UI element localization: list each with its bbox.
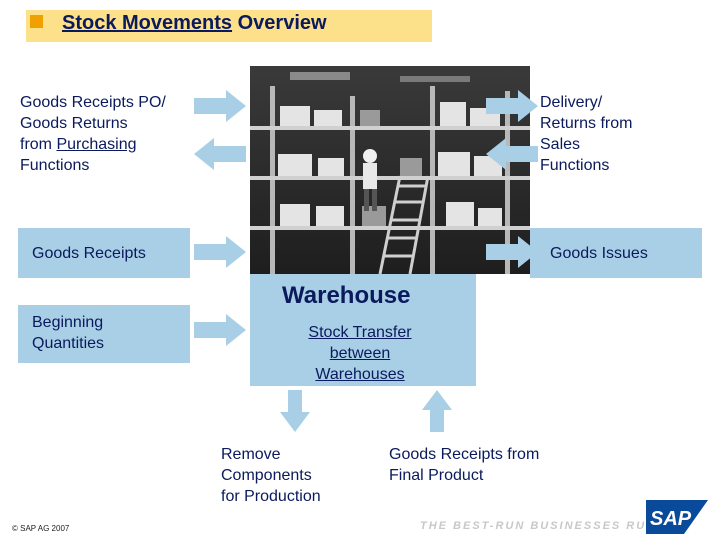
tagline: THE BEST-RUN BUSINESSES RUN SAP xyxy=(420,520,690,532)
page-title: Stock Movements Overview xyxy=(62,12,327,35)
remove-components-label: Remove Components for Production xyxy=(221,444,381,507)
remove-line-1: Remove xyxy=(221,446,281,463)
remove-line-3: for Production xyxy=(221,488,321,505)
sales-label: Delivery/ Returns from Sales Functions xyxy=(540,92,710,176)
beginning-quantities-box xyxy=(18,305,190,363)
header-banner xyxy=(26,10,432,42)
copyright-text: © SAP AG 2007 xyxy=(12,524,70,533)
purchasing-line-4: Functions xyxy=(20,157,90,174)
beginning-line-2: Quantities xyxy=(32,335,105,352)
purchasing-line-3: from Purchasing xyxy=(20,136,137,153)
arrow-final-product xyxy=(422,390,452,432)
sap-logo-icon: SAP xyxy=(646,500,708,534)
warehouse-photo xyxy=(250,66,530,274)
stock-transfer-label: Stock Transfer between Warehouses xyxy=(290,322,430,385)
final-line-1: Goods Receipts from xyxy=(389,446,540,463)
arrow-remove-components xyxy=(280,390,310,432)
beginning-quantities-label: Beginning Quantities xyxy=(32,312,104,354)
transfer-line-1: Stock Transfer xyxy=(308,324,412,341)
final-line-2: Final Product xyxy=(389,467,484,484)
header-square-icon xyxy=(30,15,43,28)
sales-line-4: Functions xyxy=(540,157,610,174)
goods-receipts-label: Goods Receipts xyxy=(32,245,146,262)
sales-line-3: Sales xyxy=(540,136,581,153)
final-product-label: Goods Receipts from Final Product xyxy=(389,444,589,486)
purchasing-line-1: Goods Receipts PO/ xyxy=(20,94,166,111)
warehouse-box xyxy=(250,274,476,386)
arrow-goods-receipts xyxy=(194,236,246,268)
goods-receipts-box xyxy=(18,228,190,278)
purchasing-label: Goods Receipts PO/ Goods Returns from Pu… xyxy=(20,92,240,176)
goods-issues-box xyxy=(530,228,702,278)
remove-line-2: Components xyxy=(221,467,312,484)
beginning-line-1: Beginning xyxy=(32,314,104,331)
warehouse-label: Warehouse xyxy=(282,282,411,309)
purchasing-line-2: Goods Returns xyxy=(20,115,128,132)
sales-line-2: Returns from xyxy=(540,115,633,132)
svg-text:SAP: SAP xyxy=(650,508,692,530)
arrow-beginning-quantities xyxy=(194,314,246,346)
sales-line-1: Delivery/ xyxy=(540,94,603,111)
goods-issues-label: Goods Issues xyxy=(550,245,648,262)
transfer-line-2: between xyxy=(329,345,391,362)
transfer-line-3: Warehouses xyxy=(315,366,405,383)
title-underlined: Stock Movements xyxy=(62,12,233,34)
title-rest: Overview xyxy=(232,12,327,34)
